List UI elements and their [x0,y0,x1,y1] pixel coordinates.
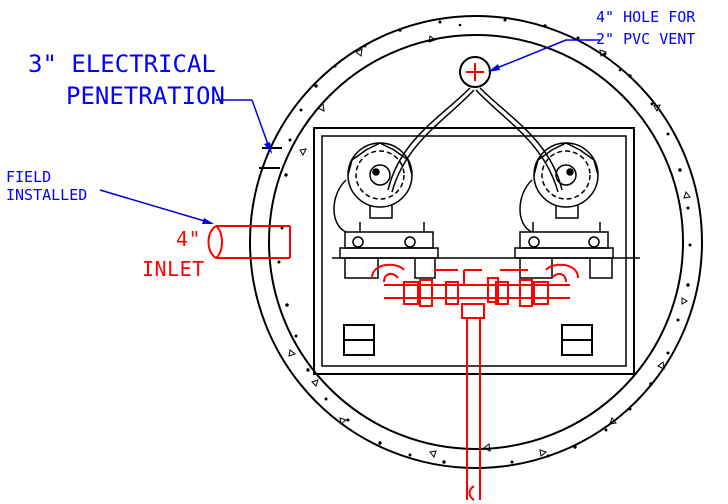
discharge-hoses [387,87,563,193]
vent-hole-label-line1: 4" HOLE FOR [596,8,696,26]
leader-arrowheads [202,64,500,224]
inlet-label: INLET [142,257,205,281]
electrical-penetration-label-line2: PENETRATION [66,82,225,110]
annotation-leaders [99,39,600,223]
concrete-aggregate-triangles [288,35,691,459]
vent-hole-symbol [459,56,491,88]
concrete-stipple [277,18,692,464]
right-pump [514,142,614,279]
concrete-basin-wall [249,15,703,469]
inlet-size-label: 4" [176,227,201,251]
electrical-penetration-sleeve [259,147,282,169]
field-installed-label-line2: INSTALLED [6,186,87,204]
electrical-penetration-label-line1: 3" ELECTRICAL [28,50,216,78]
left-pump [333,142,439,279]
field-installed-label-line1: FIELD [6,168,51,186]
vent-hole-label-line2: 2" PVC VENT [596,30,695,48]
discharge-piping [371,263,579,501]
inlet-pipe [207,225,291,259]
pump-enclosure [313,127,640,375]
